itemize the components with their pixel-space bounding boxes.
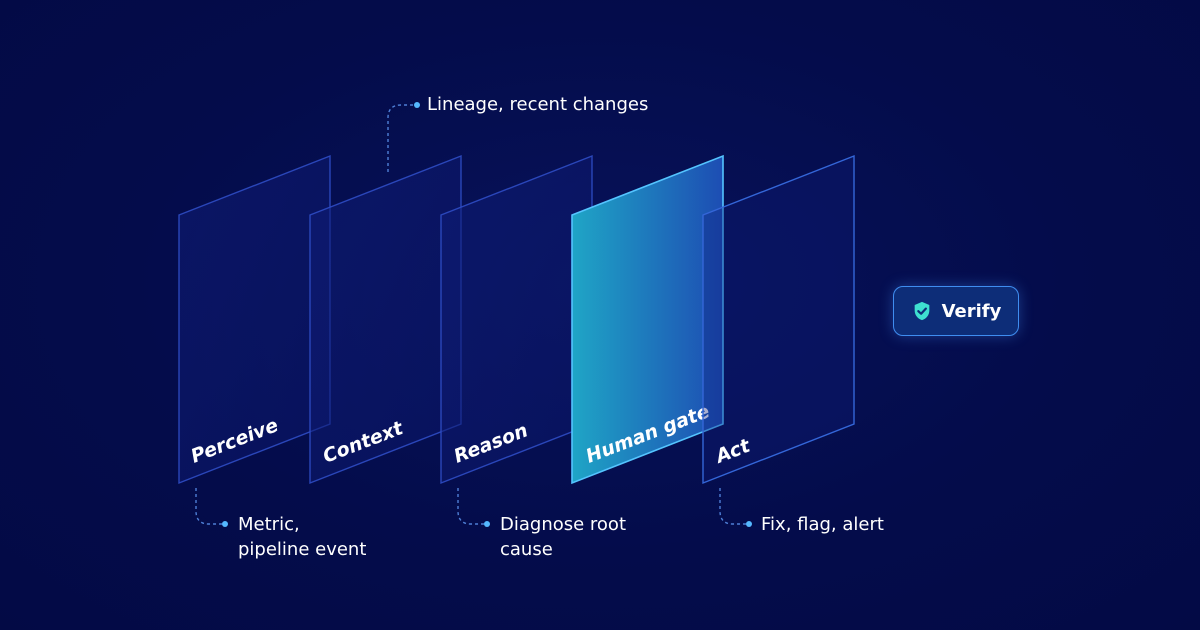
verify-badge: Verify xyxy=(893,286,1019,336)
connector-perceive xyxy=(195,488,225,525)
callout-context: Lineage, recent changes xyxy=(427,94,649,115)
callout-perceive-line-1: Metric, xyxy=(238,514,300,535)
verify-label: Verify xyxy=(941,300,1002,322)
callout-reason: Diagnose root cause xyxy=(500,512,626,562)
connector-dot-context xyxy=(414,102,420,108)
connector-dot-act xyxy=(746,521,752,527)
stage-panel-human-gate: Human gate xyxy=(571,154,724,485)
callout-act: Fix, flag, alert xyxy=(761,514,884,535)
connector-reason xyxy=(457,488,487,525)
connector-dot-reason xyxy=(484,521,490,527)
stage-panel-perceive: Perceive xyxy=(178,154,331,485)
callout-reason-line-1: Diagnose root xyxy=(500,514,626,535)
callout-perceive: Metric, pipeline event xyxy=(238,512,366,562)
connector-context xyxy=(387,104,417,172)
connector-dot-perceive xyxy=(222,521,228,527)
connector-act xyxy=(719,488,749,525)
callout-reason-line-2: cause xyxy=(500,539,553,560)
callout-perceive-line-2: pipeline event xyxy=(238,539,367,560)
stage-panel-reason: Reason xyxy=(440,154,593,485)
stage-panel-context: Context xyxy=(309,154,462,485)
shield-check-icon xyxy=(914,301,929,321)
stage-panel-act: Act xyxy=(702,154,855,485)
